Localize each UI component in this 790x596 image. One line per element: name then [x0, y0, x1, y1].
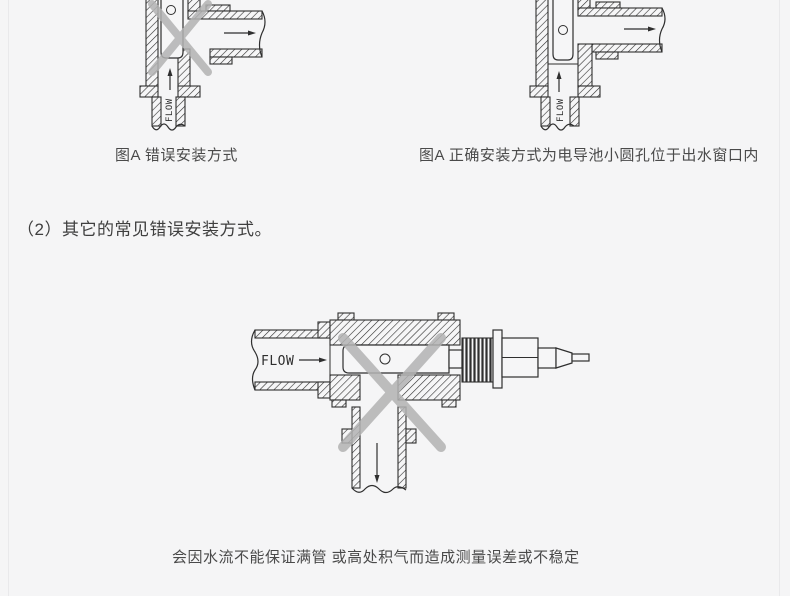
- caption-main-figure: 会因水流不能保证满管 或高处积气而造成测量误差或不稳定: [172, 549, 580, 566]
- pipe-break: [351, 484, 407, 494]
- tee-pipe-walls: [529, 0, 663, 127]
- tee-pipe-walls: [139, 0, 263, 127]
- flow-label: FLOW: [165, 98, 175, 122]
- conductivity-cell: [552, 0, 574, 61]
- pipe-break: [250, 329, 259, 391]
- figure-common-wrong-installation: FLOW: [250, 312, 590, 494]
- flow-label: FLOW: [261, 354, 294, 369]
- sensor-cable: [571, 353, 590, 362]
- sensor-threads: [461, 337, 494, 383]
- inlet-flow-arrow: [167, 68, 173, 90]
- pipe-break: [540, 123, 575, 131]
- sensor-hole: [379, 353, 391, 365]
- pipe-break: [151, 123, 186, 131]
- sensor-shaft: [448, 349, 463, 369]
- figure-a-wrong-installation: FLOW: [139, 0, 266, 131]
- pipe-break: [258, 10, 266, 58]
- pipe-break: [658, 7, 666, 53]
- sensor-washer: [492, 329, 503, 389]
- wrong-cross-mark: [148, 0, 212, 76]
- cell-hole: [166, 5, 176, 15]
- wrong-cross-mark: [338, 333, 446, 452]
- outlet-flow-arrow: [224, 30, 256, 36]
- cable-gland: [537, 347, 557, 369]
- flow-label: FLOW: [556, 98, 566, 122]
- inlet-flow-arrow: [556, 71, 562, 92]
- caption-figure-a-wrong: 图A 错误安装方式: [115, 147, 238, 164]
- content-right-edge: [779, 0, 780, 596]
- section-heading: （2）其它的常见错误安装方式。: [17, 220, 272, 239]
- tee-fitting-walls: [329, 312, 461, 408]
- cell-hole: [558, 25, 568, 35]
- outlet-flow-arrow: [374, 443, 380, 483]
- caption-figure-a-correct: 图A 正确安装方式为电导池小圆孔位于出水窗口内: [419, 147, 759, 164]
- content-left-edge: [8, 0, 9, 596]
- outlet-flow-arrow: [624, 26, 656, 32]
- gland-cone: [555, 347, 573, 369]
- inlet-flow-arrow: [299, 357, 327, 363]
- figure-a-correct-installation: FLOW: [529, 0, 666, 131]
